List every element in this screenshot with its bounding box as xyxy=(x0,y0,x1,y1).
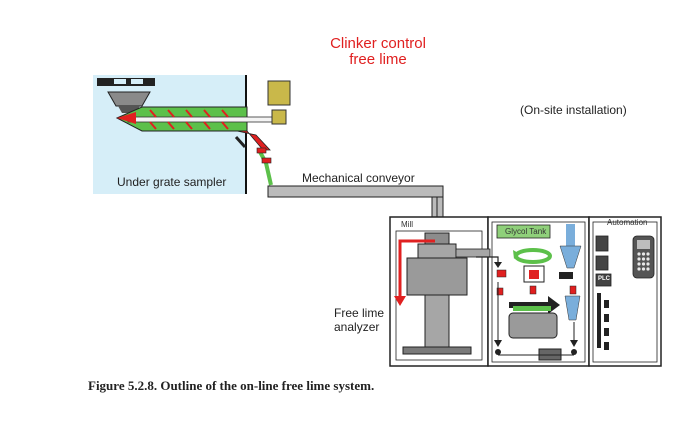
glycol-valve-right xyxy=(569,285,577,295)
blue-hopper-top xyxy=(566,224,575,246)
onsite-label: (On-site installation) xyxy=(520,103,627,117)
automation-rail xyxy=(597,293,601,348)
automation-label: Automation xyxy=(607,218,648,227)
analyzer-label: Free lime analyzer xyxy=(334,306,384,334)
grate-bar-gap xyxy=(114,79,126,84)
auger-shaft xyxy=(127,116,275,123)
analyzer-unit xyxy=(508,312,558,339)
glycol-tank xyxy=(496,224,551,239)
grate-bar-gap-2 xyxy=(131,79,143,84)
drain-left xyxy=(495,349,501,355)
conveyor-label: Mechanical conveyor xyxy=(302,171,415,185)
auger-flights xyxy=(149,109,229,130)
glycol-tank-label: Glycol Tank xyxy=(505,227,547,236)
mill-outlet-pipe xyxy=(476,256,499,263)
automation-module-2 xyxy=(595,255,609,271)
motor-coupling xyxy=(271,109,287,125)
glycol-valve-left xyxy=(496,269,507,278)
sampler-hopper xyxy=(107,91,151,107)
mill-label: Mill xyxy=(401,220,413,229)
blue-lower-hopper xyxy=(564,295,581,321)
analyzer-line-1: Free lime xyxy=(334,306,385,320)
blue-hopper-funnel xyxy=(559,245,582,269)
mill-body xyxy=(406,257,468,296)
glycol-cabinet-inner xyxy=(491,221,586,363)
sampler-label: Under grate sampler xyxy=(117,175,227,189)
discharge-chute xyxy=(236,130,271,151)
glycol-down-arrow-left xyxy=(494,340,502,347)
mill-head xyxy=(417,243,457,259)
automation-module-1 xyxy=(595,235,609,252)
plc-box xyxy=(595,273,612,287)
figure-caption: Figure 5.2.8. Outline of the on-line fre… xyxy=(88,378,375,393)
title-line-1: Clinker control xyxy=(330,35,426,52)
analyzer-line-2: analyzer xyxy=(334,320,380,334)
automation-cabinet-inner xyxy=(592,221,658,363)
mill-red-arrow-line xyxy=(398,239,435,297)
pipe-valves xyxy=(256,147,272,164)
auger-motor xyxy=(267,80,291,106)
rotor-arrowhead xyxy=(513,250,520,259)
relay-block xyxy=(559,272,573,279)
drain-right xyxy=(571,349,577,355)
analyzer-green-bar xyxy=(513,306,551,311)
title-line-2: free lime xyxy=(349,51,407,68)
diagram-title: Clinker control free lime xyxy=(318,36,438,68)
green-pipe xyxy=(257,149,273,186)
mill-red-arrowhead xyxy=(394,296,406,306)
mill-base xyxy=(402,346,472,355)
plc-label: PLC xyxy=(598,276,610,282)
glycol-valve-mid xyxy=(529,285,537,295)
handheld-screen xyxy=(637,240,650,249)
mill-side-block xyxy=(455,248,491,258)
glycol-down-arrow-right xyxy=(570,340,578,347)
conveyor-bar xyxy=(267,185,444,198)
automation-terminal-1 xyxy=(604,300,609,308)
automation-terminal-2 xyxy=(604,314,609,322)
mill-column xyxy=(424,294,450,348)
mill-cabinet-inner xyxy=(395,230,483,361)
automation-terminal-4 xyxy=(604,342,609,350)
automation-terminal-3 xyxy=(604,328,609,336)
handheld-keys xyxy=(637,252,650,271)
discharge-chute-dark xyxy=(234,135,247,149)
auger-tip xyxy=(117,112,136,124)
mill-outlet-arrow xyxy=(494,262,502,268)
glycol-valve-left-2 xyxy=(496,287,504,296)
conveyor-arrow xyxy=(509,296,560,314)
sample-cup-core xyxy=(529,270,539,279)
